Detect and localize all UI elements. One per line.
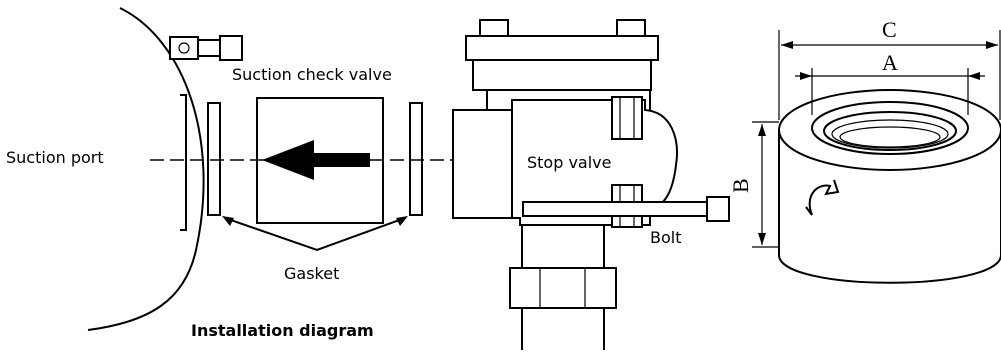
dim-label-b: B xyxy=(728,178,753,193)
label-suction-port: Suction port xyxy=(6,148,104,167)
gasket-right xyxy=(409,102,423,216)
dim-label-a: A xyxy=(882,50,898,75)
label-suction-check-valve: Suction check valve xyxy=(232,65,392,84)
label-gasket: Gasket xyxy=(284,264,339,283)
connector-body xyxy=(778,89,1001,284)
gasket-left xyxy=(207,102,221,216)
bolt-head xyxy=(706,196,730,222)
label-installation-diagram: Installation diagram xyxy=(191,321,374,340)
flow-arrow-icon xyxy=(262,140,370,180)
gasket-leaders xyxy=(222,216,408,252)
dimension-c xyxy=(778,30,1001,120)
shell-fitting xyxy=(169,35,243,61)
bolt-shaft xyxy=(522,201,708,217)
dimension-b xyxy=(752,121,779,248)
dimension-a xyxy=(795,68,985,115)
compressor-shell xyxy=(87,7,205,331)
label-stop-valve: Stop valve xyxy=(527,153,612,172)
label-bolt: Bolt xyxy=(650,228,681,247)
curved-arrow-icon xyxy=(808,179,840,216)
dim-label-c: C xyxy=(882,17,897,42)
stop-valve xyxy=(452,19,730,350)
suction-port-flange xyxy=(180,94,187,231)
